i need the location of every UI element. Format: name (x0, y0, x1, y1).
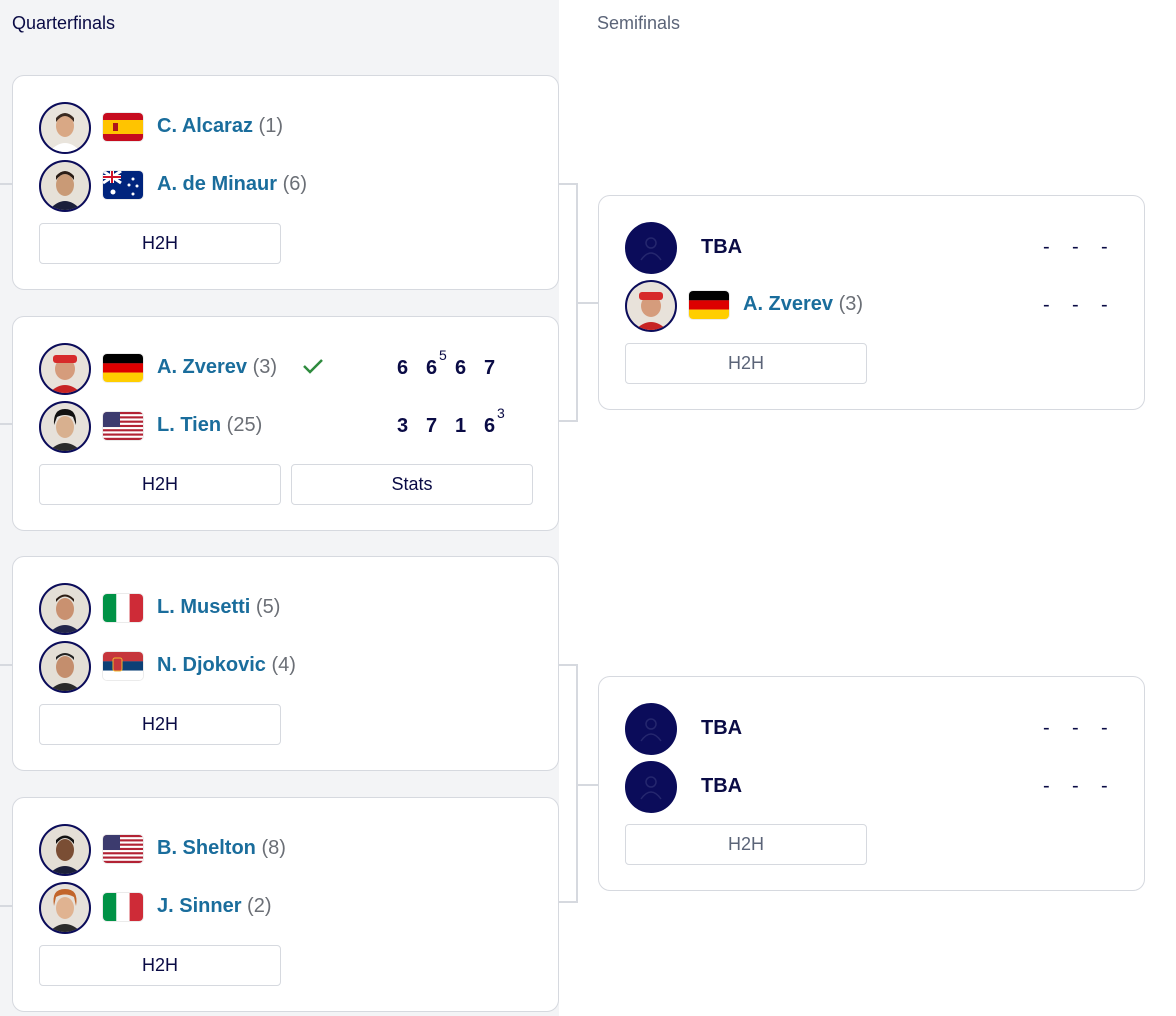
bracket-connector (559, 183, 578, 185)
set-score-empty: - (1101, 294, 1108, 316)
tba-label: TBA (701, 775, 743, 797)
flag-germany-icon (689, 291, 729, 319)
player-row[interactable]: N. Djokovic (4) (39, 641, 539, 693)
set-score-empty: - (1072, 775, 1079, 797)
player-avatar (39, 343, 91, 395)
placeholder-avatar-icon (625, 222, 677, 274)
placeholder-avatar-icon (625, 761, 677, 813)
flag-germany-icon (103, 354, 143, 382)
player-name[interactable]: A. de Minaur (6) (157, 173, 308, 195)
h2h-button[interactable]: H2H (39, 704, 281, 745)
player-avatar (39, 824, 91, 876)
bracket-connector (576, 784, 598, 786)
placeholder-avatar-icon (625, 703, 677, 755)
bracket-connector (576, 664, 578, 903)
player-avatar (39, 401, 91, 453)
flag-italy-icon (103, 893, 143, 921)
player-row[interactable]: L. Musetti (5) (39, 583, 539, 635)
tba-label: TBA (701, 236, 743, 258)
player-avatar (625, 280, 677, 332)
player-avatar (39, 583, 91, 635)
set-score-empty: - (1043, 775, 1050, 797)
player-name[interactable]: N. Djokovic (4) (157, 654, 296, 676)
h2h-button[interactable]: H2H (625, 824, 867, 865)
player-name[interactable]: L. Musetti (5) (157, 596, 281, 618)
set-score: 6 (397, 357, 409, 379)
set-score: 3 (397, 415, 409, 437)
tiebreak-score: 5 (439, 347, 447, 363)
flag-spain-icon (103, 113, 143, 141)
set-score-empty: - (1072, 717, 1079, 739)
player-row[interactable]: TBA - - - (625, 703, 1125, 755)
stats-button[interactable]: Stats (291, 464, 533, 505)
flag-serbia-icon (103, 652, 143, 680)
set-score-empty: - (1043, 294, 1050, 316)
match-card[interactable]: TBA - - - A. Zverev (3) - - - H2H (598, 195, 1145, 410)
bracket-connector (559, 664, 578, 666)
bracket-connector (0, 905, 12, 907)
h2h-button[interactable]: H2H (625, 343, 867, 384)
bracket-connector (0, 423, 12, 425)
bracket-connector (559, 420, 578, 422)
quarterfinals-header: Quarterfinals (12, 13, 116, 33)
set-score-empty: - (1043, 717, 1050, 739)
h2h-button[interactable]: H2H (39, 223, 281, 264)
match-card[interactable]: TBA - - - TBA - - - H2H (598, 676, 1145, 891)
h2h-button[interactable]: H2H (39, 464, 281, 505)
tiebreak-score: 3 (497, 405, 505, 421)
player-avatar (39, 641, 91, 693)
set-score-empty: - (1101, 775, 1108, 797)
set-score: 7 (426, 415, 438, 437)
player-row[interactable]: J. Sinner (2) (39, 882, 539, 934)
set-score-empty: - (1043, 236, 1050, 258)
tba-label: TBA (701, 717, 743, 739)
winner-check-icon (302, 357, 324, 380)
bracket-connector (0, 664, 12, 666)
player-name[interactable]: C. Alcaraz (1) (157, 115, 283, 137)
set-score: 6 (455, 357, 467, 379)
match-card[interactable]: L. Musetti (5) N. Djokovic (4) H2H (12, 556, 559, 771)
flag-australia-icon (103, 171, 143, 199)
flag-usa-icon (103, 835, 143, 863)
player-row[interactable]: TBA - - - (625, 222, 1125, 274)
player-avatar (39, 882, 91, 934)
bracket-connector (576, 302, 598, 304)
player-row[interactable]: TBA - - - (625, 761, 1125, 813)
player-avatar (39, 102, 91, 154)
set-score: 1 (455, 415, 467, 437)
flag-usa-icon (103, 412, 143, 440)
player-name[interactable]: A. Zverev (3) (157, 356, 278, 378)
bracket-connector (559, 901, 578, 903)
bracket-connector (0, 183, 12, 185)
player-row[interactable]: A. Zverev (3) - - - (625, 280, 1125, 332)
match-card[interactable]: B. Shelton (8) J. Sinner (2) H2H (12, 797, 559, 1012)
set-score-empty: - (1072, 294, 1079, 316)
set-score: 7 (484, 357, 496, 379)
flag-italy-icon (103, 594, 143, 622)
player-name[interactable]: L. Tien (25) (157, 414, 263, 436)
h2h-button[interactable]: H2H (39, 945, 281, 986)
player-name[interactable]: J. Sinner (2) (157, 895, 272, 917)
player-row[interactable]: A. de Minaur (6) (39, 160, 539, 212)
set-score-empty: - (1101, 236, 1108, 258)
set-score-empty: - (1072, 236, 1079, 258)
semifinals-header: Semifinals (597, 13, 681, 33)
player-row[interactable]: C. Alcaraz (1) (39, 102, 539, 154)
player-name[interactable]: A. Zverev (3) (743, 293, 864, 315)
player-name[interactable]: B. Shelton (8) (157, 837, 286, 859)
player-row[interactable]: B. Shelton (8) (39, 824, 539, 876)
match-card[interactable]: C. Alcaraz (1) A. de Minaur (6) H2H (12, 75, 559, 290)
set-score-empty: - (1101, 717, 1108, 739)
player-avatar (39, 160, 91, 212)
